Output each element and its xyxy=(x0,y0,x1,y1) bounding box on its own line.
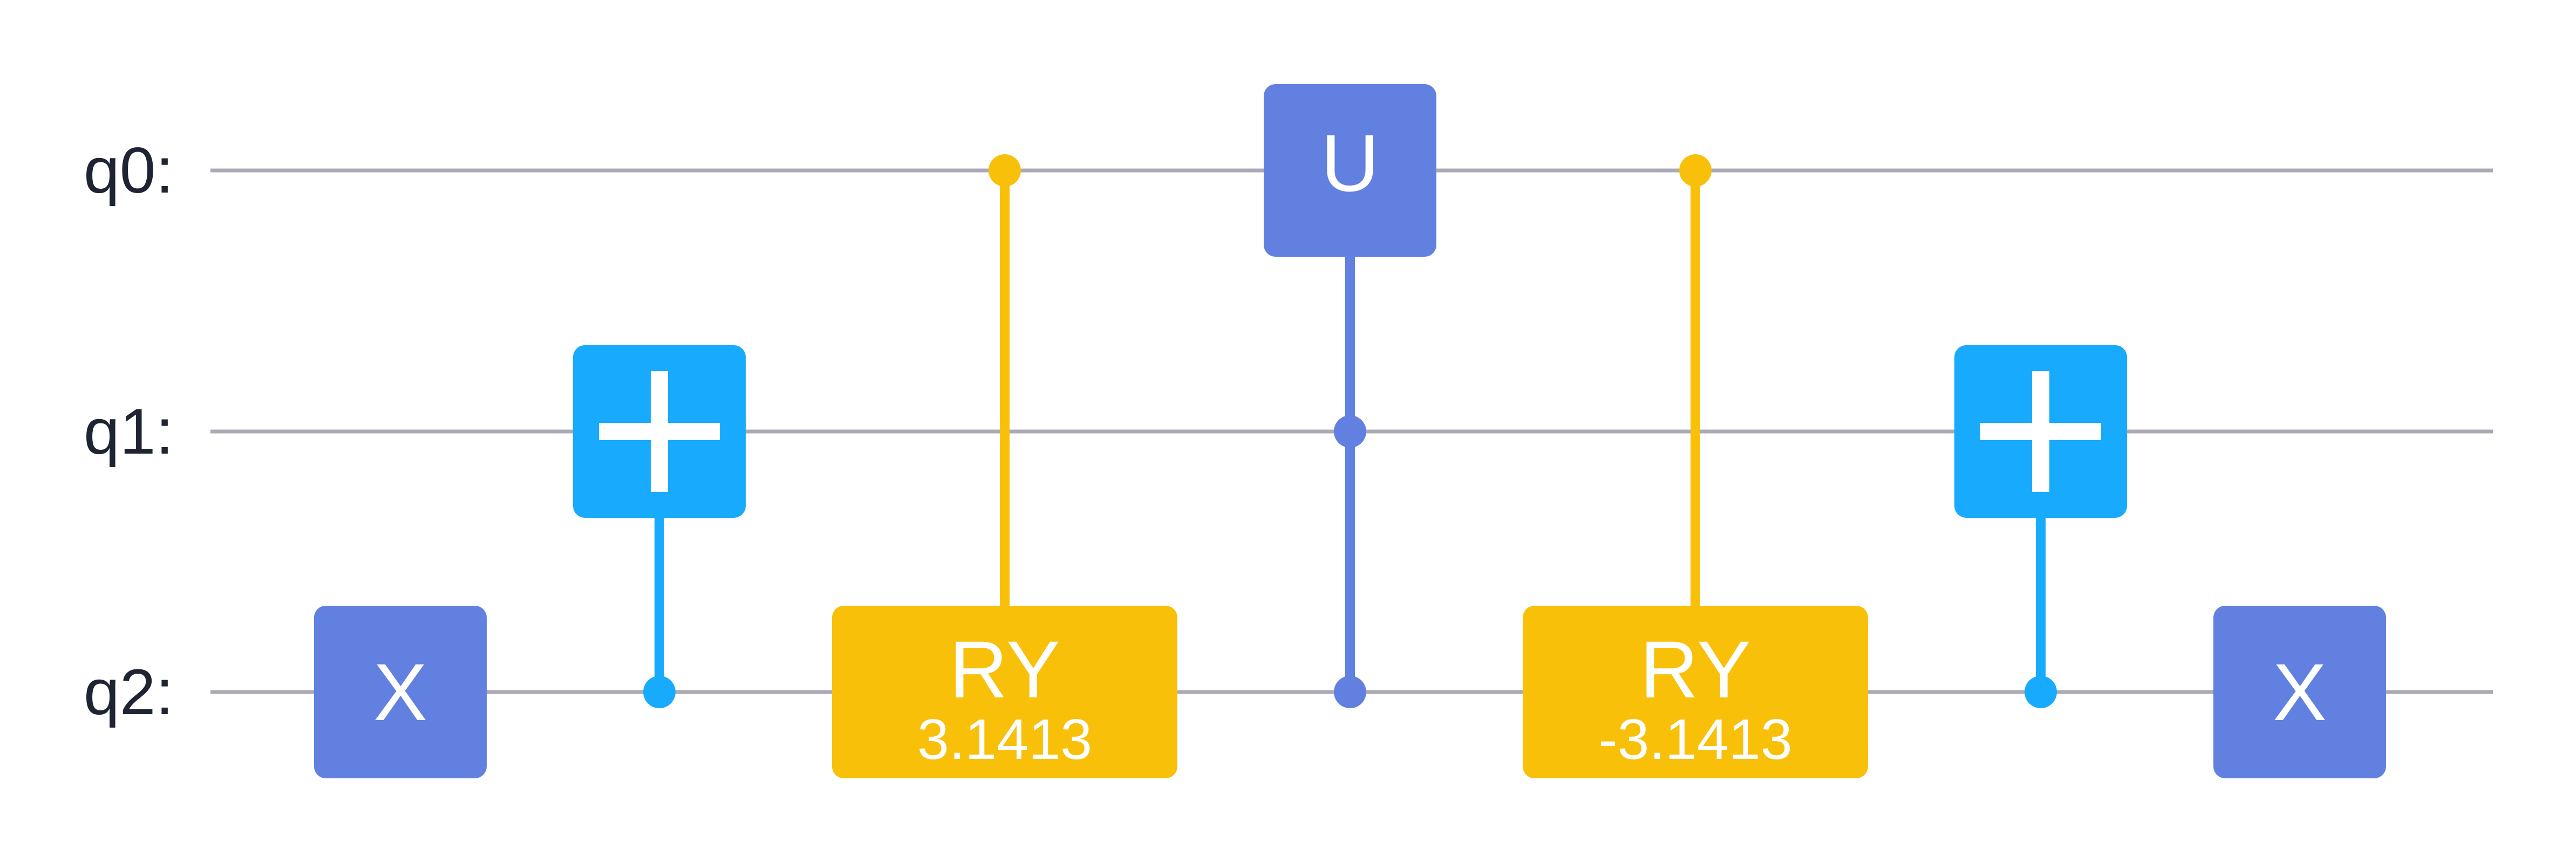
qubit-label-q2: q2: xyxy=(84,656,174,728)
x-gate-box xyxy=(2213,606,2386,778)
gate-parameter: 3.1413 xyxy=(917,708,1092,771)
plus-icon-vertical xyxy=(2032,371,2049,492)
gate-label: X xyxy=(2273,647,2327,737)
control-dot xyxy=(2025,676,2057,708)
control-dot xyxy=(1334,415,1366,448)
ry-gate-box xyxy=(832,606,1177,778)
gate-ry-2: RY3.1413 xyxy=(832,154,1177,778)
gate-cu-3: U xyxy=(1264,84,1436,708)
gate-label: U xyxy=(1321,118,1379,208)
gate-parameter: -3.1413 xyxy=(1598,708,1793,771)
ry-gate-box xyxy=(1523,606,1868,778)
control-dot xyxy=(989,154,1021,187)
plus-icon-vertical xyxy=(651,371,668,492)
qubit-labels: q0: q1: q2: xyxy=(84,134,174,728)
control-dot xyxy=(1679,154,1712,187)
gate-ry-4: RY-3.1413 xyxy=(1523,154,1868,778)
gate-cnot-1 xyxy=(573,345,746,708)
control-dot xyxy=(643,676,676,708)
gate-cnot-5 xyxy=(1954,345,2127,708)
qubit-label-q1: q1: xyxy=(84,395,174,468)
control-dot xyxy=(1334,676,1366,708)
plus-icon xyxy=(599,371,720,492)
qubit-label-q0: q0: xyxy=(84,134,174,207)
gate-x-6: X xyxy=(2213,606,2386,778)
gate-x-0: X xyxy=(314,606,487,778)
gate-label: RY xyxy=(949,624,1060,715)
plus-icon xyxy=(1980,371,2101,492)
gate-label: X xyxy=(373,647,427,737)
gate-label: RY xyxy=(1640,624,1751,715)
u-gate-box xyxy=(1264,84,1436,257)
x-gate-box xyxy=(314,606,487,778)
